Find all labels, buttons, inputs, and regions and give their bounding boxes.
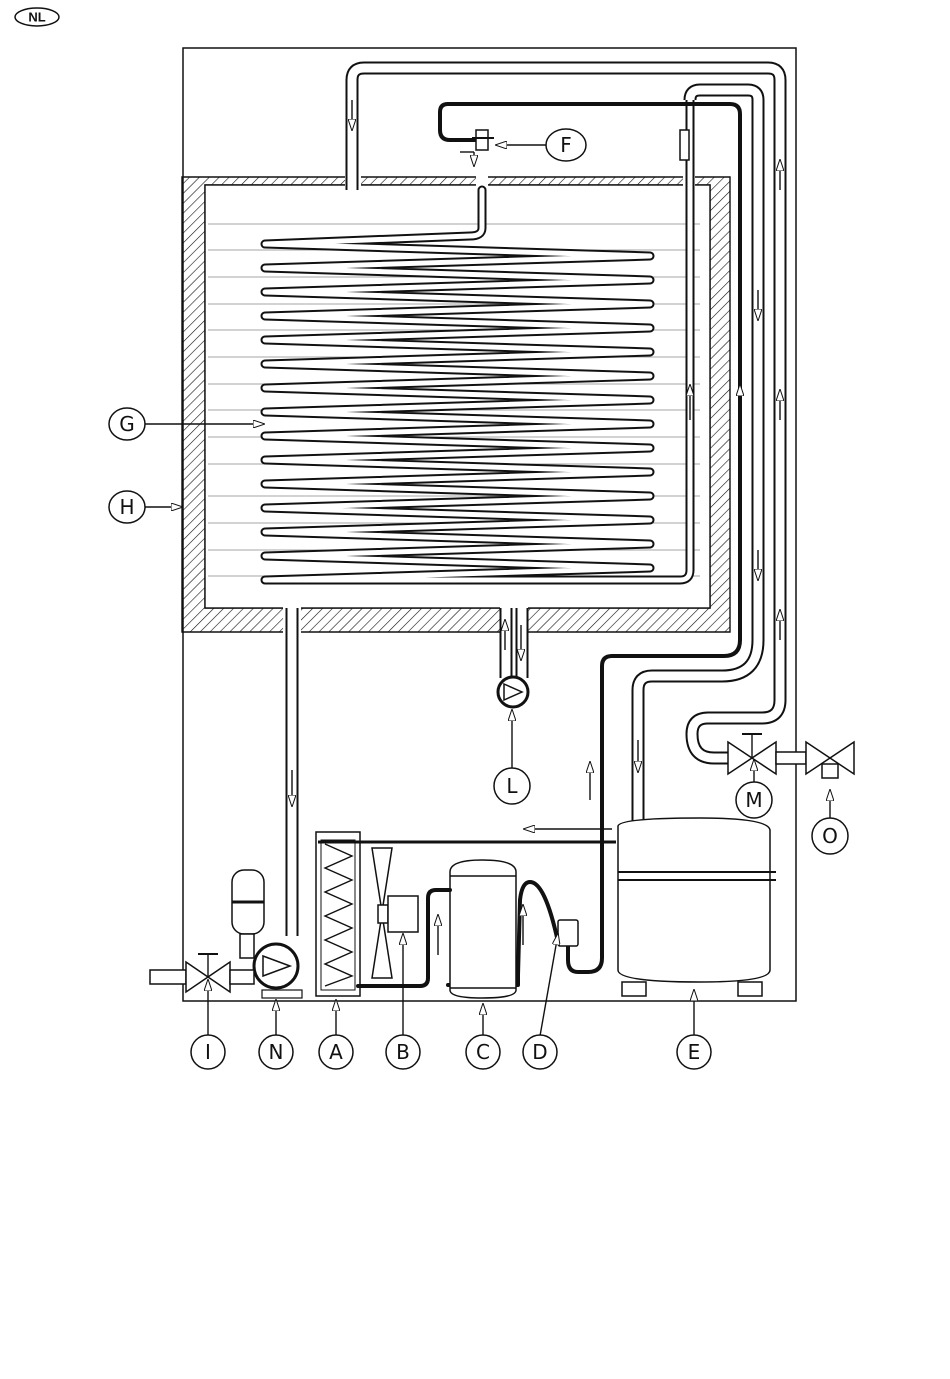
language-badge: NL <box>15 8 59 26</box>
callout-I: I <box>191 1035 225 1069</box>
callout-D: D <box>523 1035 557 1069</box>
label-B: B <box>396 1040 410 1064</box>
callout-E: E <box>677 1035 711 1069</box>
label-A: A <box>329 1040 343 1064</box>
shutoff-valve <box>728 734 806 774</box>
label-G: G <box>119 412 135 436</box>
language-badge-text: NL <box>28 10 45 25</box>
callout-L: L <box>494 768 530 804</box>
label-L: L <box>506 774 518 798</box>
label-I: I <box>205 1040 211 1064</box>
callout-A: A <box>319 1035 353 1069</box>
callout-O: O <box>812 818 848 854</box>
label-F: F <box>560 133 572 157</box>
label-E: E <box>688 1040 701 1064</box>
outlet-valve <box>806 742 854 778</box>
label-D: D <box>532 1040 547 1064</box>
condenser-fan <box>372 848 418 978</box>
callout-C: C <box>466 1035 500 1069</box>
callout-B: B <box>386 1035 420 1069</box>
callout-H: H <box>109 491 145 523</box>
callout-M: M <box>736 782 772 818</box>
callout-F: F <box>546 129 586 161</box>
filter-drier <box>558 920 578 946</box>
compressor <box>618 818 776 996</box>
label-O: O <box>822 824 838 848</box>
label-N: N <box>269 1040 284 1064</box>
callout-N: N <box>259 1035 293 1069</box>
label-H: H <box>119 495 134 519</box>
label-C: C <box>476 1040 490 1064</box>
inlet-valve <box>150 954 254 992</box>
callout-G: G <box>109 408 145 440</box>
label-M: M <box>745 788 762 812</box>
